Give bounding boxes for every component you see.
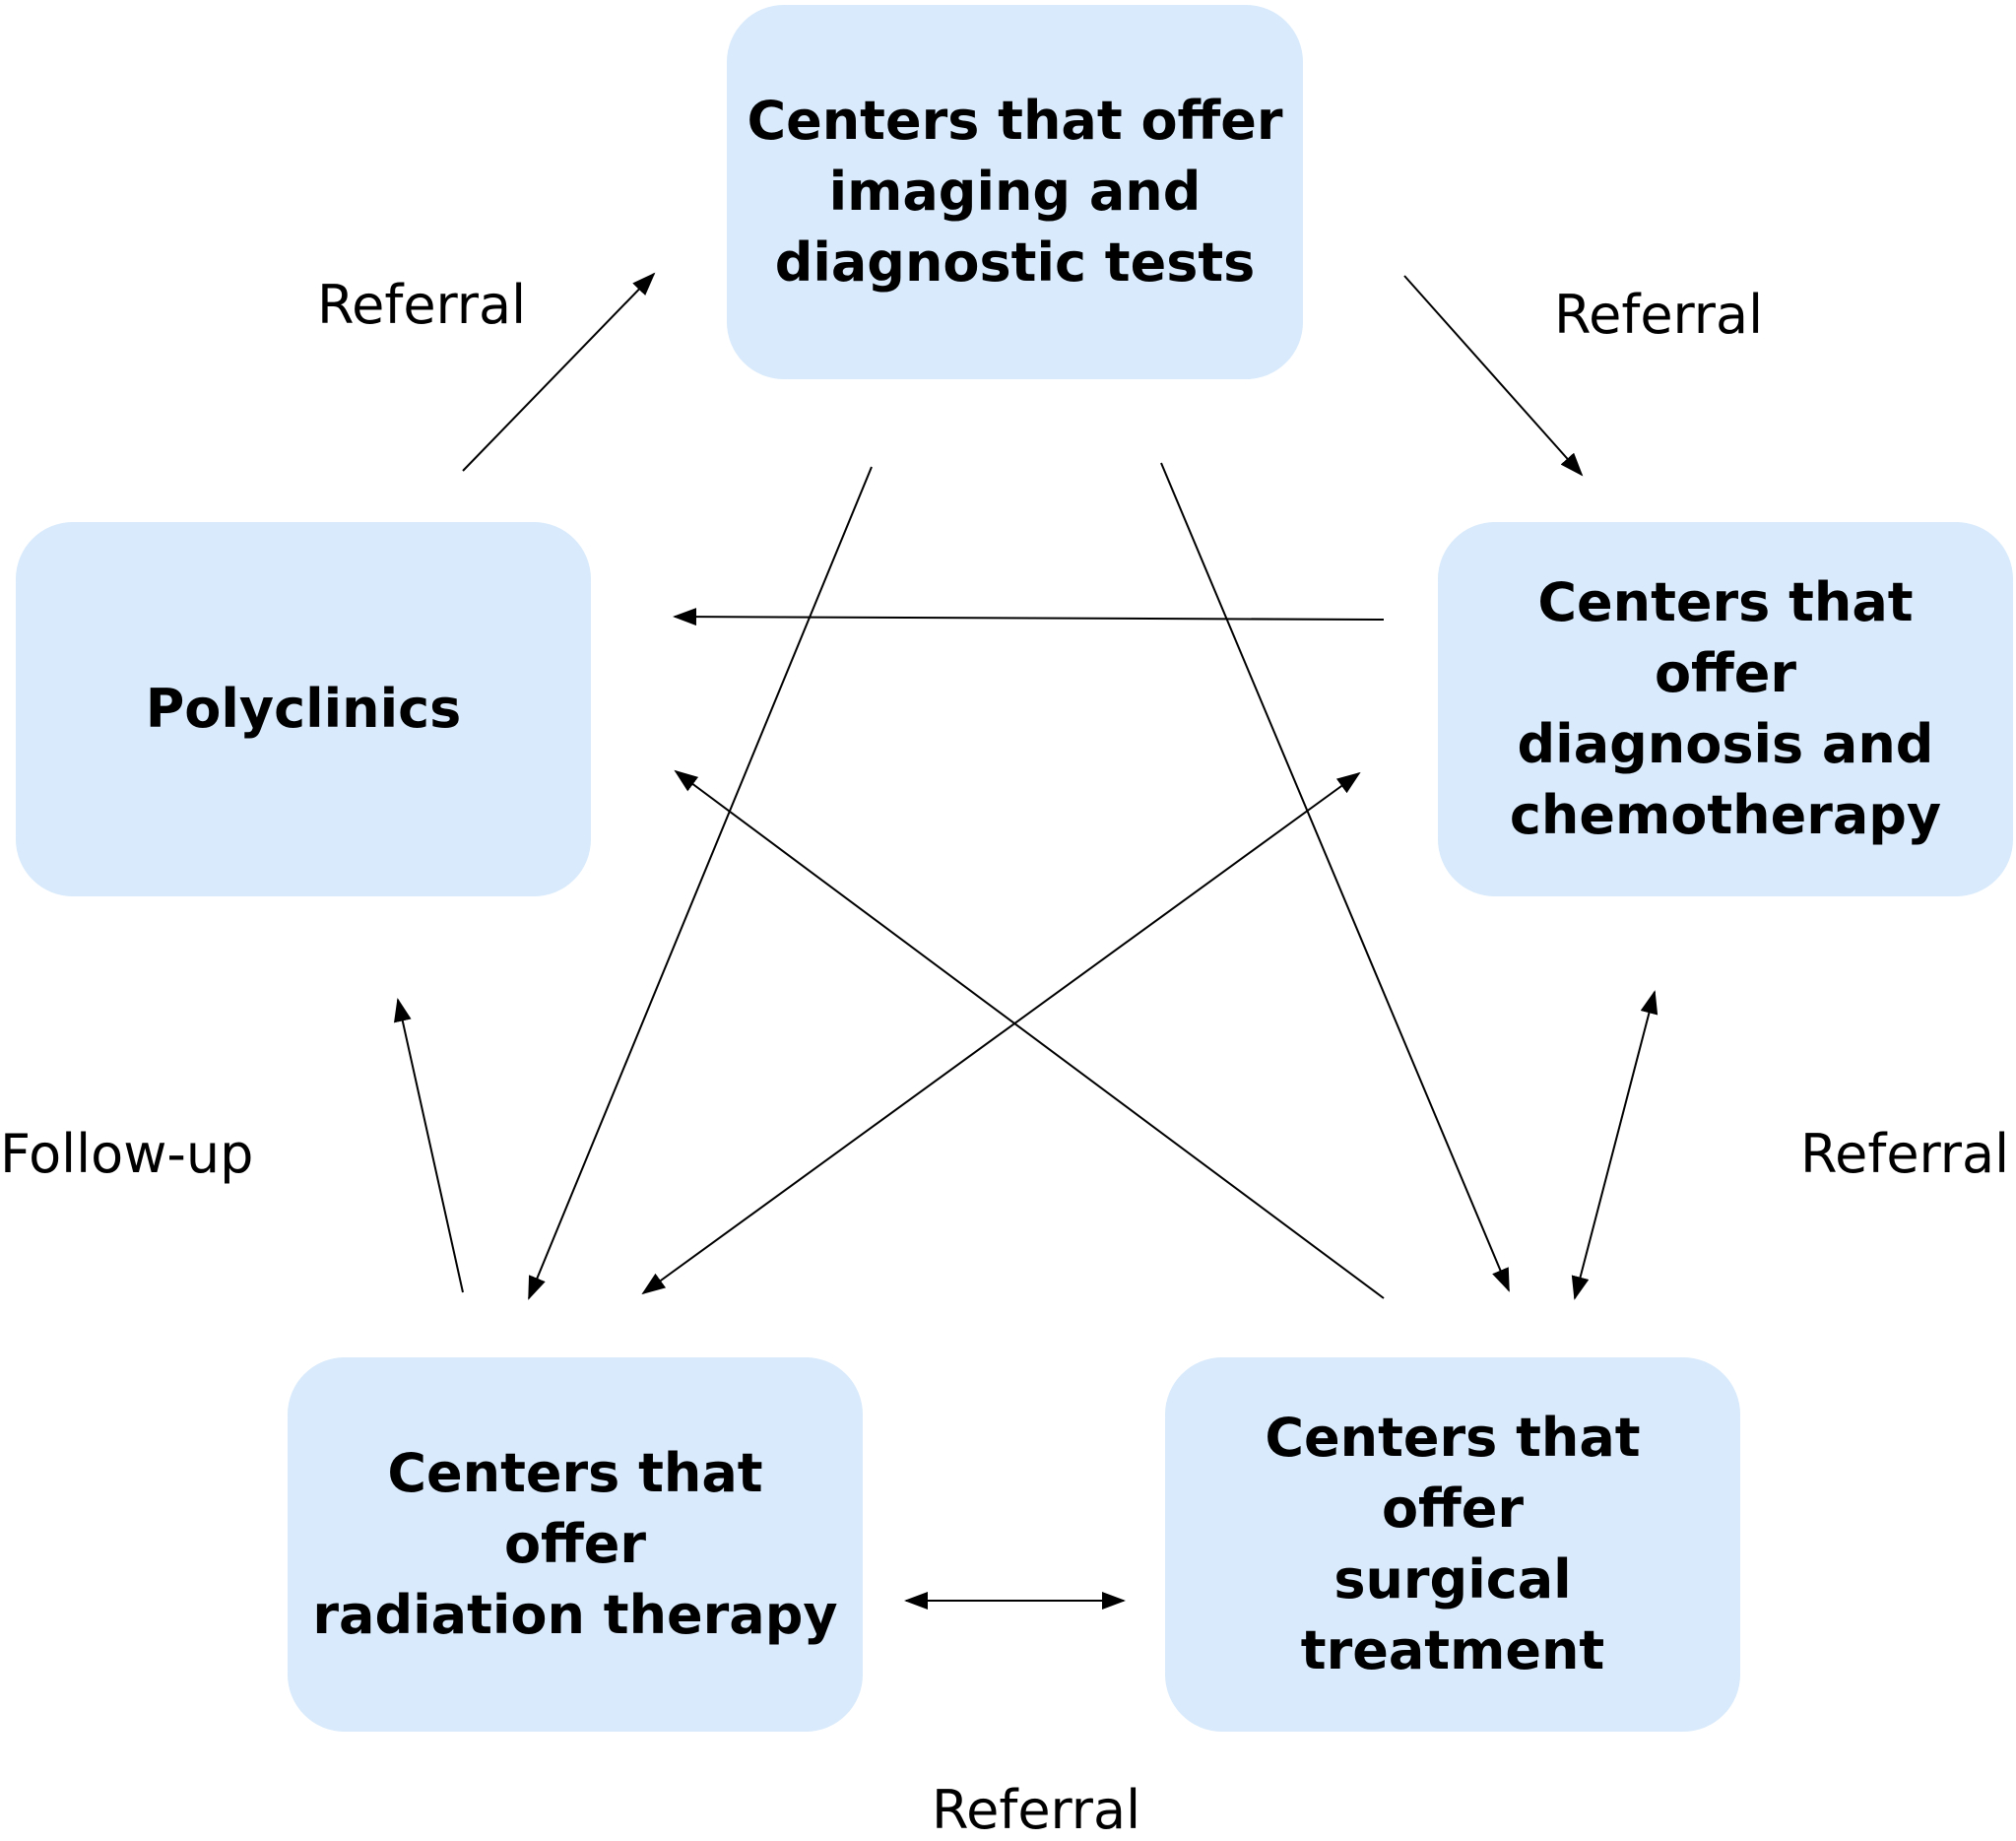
node-imaging-diagnostic-label: Centers that offer imaging and diagnosti… [747, 90, 1283, 294]
node-polyclinics-label: Polyclinics [145, 678, 462, 740]
referral-label-right: Referral [1800, 1123, 2010, 1185]
arrow-surgical-chemo [1571, 990, 1658, 1300]
node-polyclinics: Polyclinics [16, 522, 591, 896]
arrow-polyclinics-to-imaging [462, 272, 656, 472]
node-radiation-therapy-label: Centers that offer radiation therapy [312, 1442, 838, 1646]
arrow-radiation-to-polyclinics [393, 998, 464, 1293]
arrow-surgical-to-polyclinics [674, 769, 1385, 1299]
referral-label-top-right: Referral [1554, 284, 1764, 346]
follow-up-label: Follow-up [0, 1123, 254, 1185]
referral-label-top-left: Referral [317, 274, 527, 336]
arrow-chemo-to-polyclinics [673, 608, 1385, 626]
node-diagnosis-chemotherapy: Centers that offer diagnosis and chemoth… [1438, 522, 2013, 896]
node-imaging-diagnostic: Centers that offer imaging and diagnosti… [727, 5, 1303, 379]
arrow-imaging-to-chemo [1403, 275, 1584, 477]
referral-label-bottom: Referral [932, 1779, 1141, 1841]
node-diagnosis-chemotherapy-label: Centers that offer diagnosis and chemoth… [1509, 571, 1942, 846]
arrow-radiation-chemo [641, 771, 1361, 1295]
node-surgical-treatment: Centers that offer surgical treatment [1165, 1357, 1740, 1732]
node-surgical-treatment-label: Centers that offer surgical treatment [1265, 1407, 1641, 1681]
node-radiation-therapy: Centers that offer radiation therapy [288, 1357, 863, 1732]
